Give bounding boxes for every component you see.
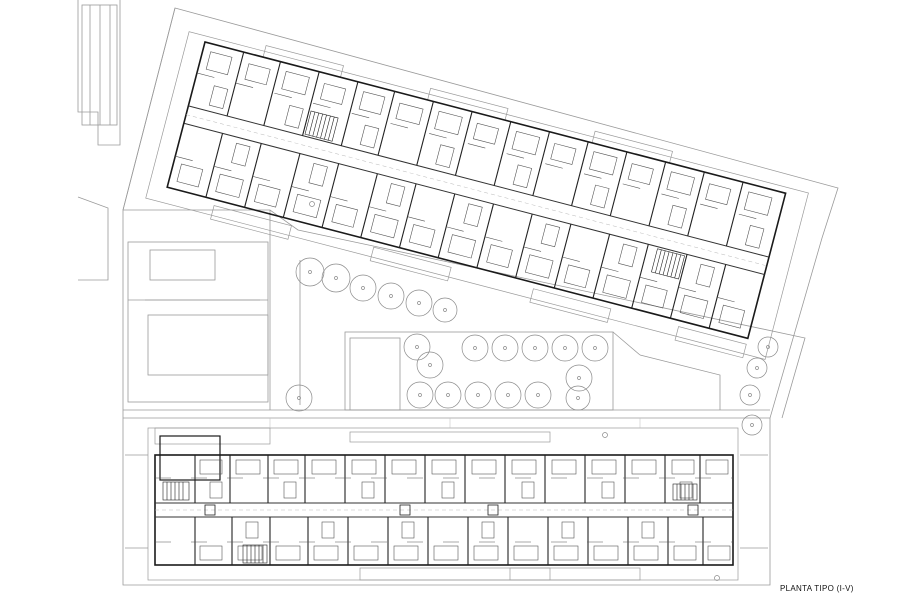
upper-residential-block [145,31,809,360]
tree [405,289,433,317]
stair-core [162,481,698,564]
tree [739,384,761,406]
apartment-walls-top [226,51,744,247]
lower-residential-block [147,427,739,581]
tree [494,381,522,409]
tree [416,351,444,379]
neighbour-building-left [77,196,109,281]
central-corridor [183,105,770,276]
site-context [77,0,839,586]
small-marker [309,201,315,207]
courtyard-boundary [123,209,806,419]
tree [285,384,313,412]
tree [464,381,492,409]
small-marker [602,432,608,438]
apartment-walls-top [194,455,701,503]
tree [461,334,489,362]
tree [741,414,763,436]
stair-core [304,110,685,280]
tree [406,381,434,409]
tree [581,334,609,362]
tree [434,381,462,409]
tree [432,297,458,323]
tree [746,357,768,379]
plot-boundary [122,7,839,586]
neighbour-building-top-left [77,0,121,146]
tree [551,334,579,362]
tree [321,263,351,293]
tree [403,333,431,361]
trees [285,201,779,581]
small-marker [714,575,720,581]
tree [565,385,591,411]
tree [565,364,593,392]
tree [349,274,377,302]
tree [295,257,325,287]
tree [377,282,405,310]
room-partitions [175,51,778,329]
central-corridor [155,502,733,518]
tree [524,381,552,409]
drawing-title: PLANTA TIPO (I-V) [780,584,854,593]
tree [521,334,549,362]
room-partitions [155,459,733,561]
apartment-walls-bottom [205,133,727,329]
tree [491,334,519,362]
apartment-walls-bottom [194,517,704,565]
